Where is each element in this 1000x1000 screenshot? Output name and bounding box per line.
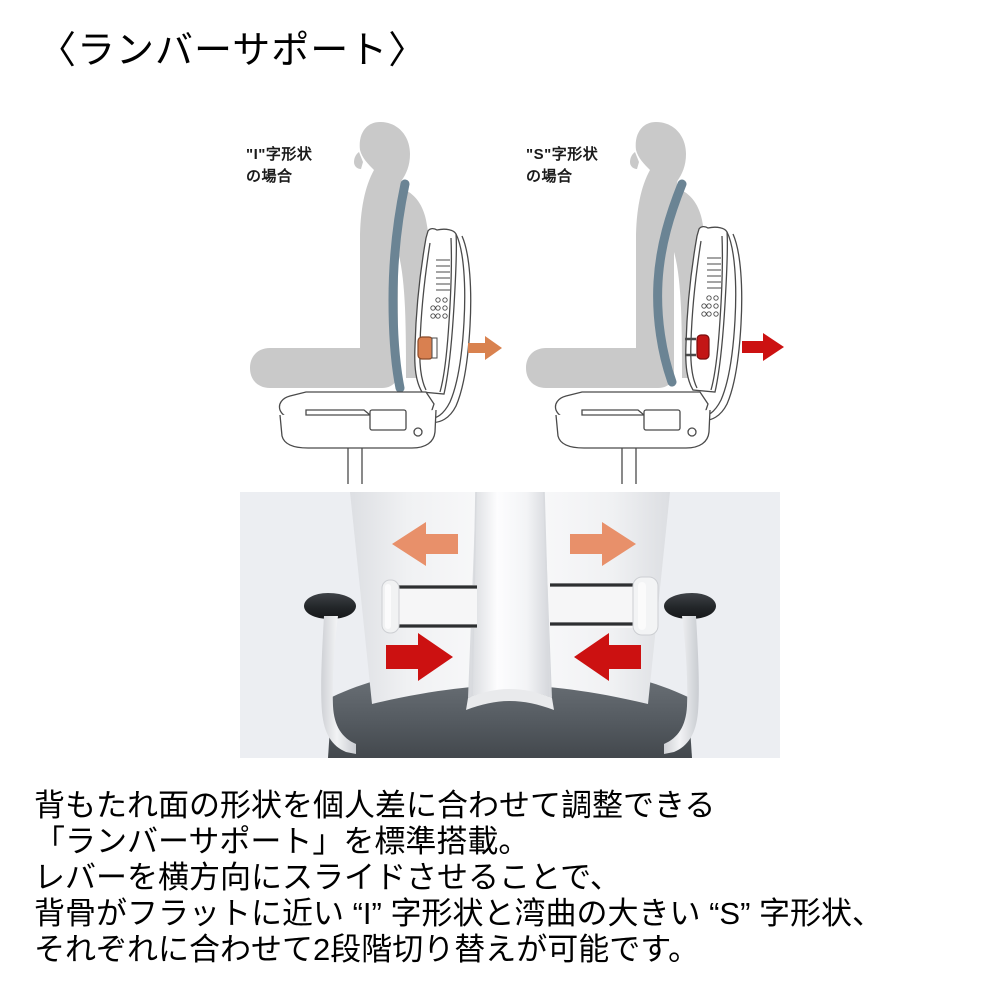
caption-line-2: 「ランバーサポート」を標準搭載。 (34, 824, 530, 859)
armrest-left (304, 593, 356, 754)
illustration-label-i-shape: "I"字形状 の場合 (246, 146, 313, 185)
chair-side-view-s-shape-svg (526, 122, 784, 484)
spine-edge-right (543, 492, 551, 699)
spine-curve-s-shape (653, 179, 687, 387)
lumbar-lever-right[interactable] (632, 576, 659, 636)
arrow-right-icon (570, 522, 636, 566)
lumbar-support-rear-photo (240, 492, 780, 758)
chair-side-view-i-shape-svg (250, 122, 502, 484)
lumbar-lever-left[interactable] (381, 579, 400, 634)
backrest-center-spine (468, 492, 552, 698)
page-title: 〈ランバーサポート〉 (38, 30, 428, 72)
armrest-stem-right (664, 616, 699, 754)
illustration-label-s-shape: "S"字形状 の場合 (526, 146, 599, 185)
caption-block: 背もたれ面の形状を個人差に合わせて調整できる 「ランバーサポート」を標準搭載。 … (34, 788, 974, 968)
chair-seat-outline (278, 391, 437, 449)
shell-bottom-lip (466, 689, 554, 710)
arrow-left-icon (468, 336, 502, 360)
caption-line-5: それぞれに合わせて2段階切り替えが可能です。 (34, 932, 700, 967)
illustration-i-shape: "I"字形状 の場合 (230, 110, 510, 490)
person-body-shape (250, 122, 434, 388)
chair-rear-photo-svg (240, 492, 780, 758)
person-silhouette-icon (526, 122, 710, 388)
lumbar-track-right (550, 583, 635, 628)
arrow-left-icon (574, 633, 641, 681)
armrest-stem-left (321, 616, 356, 754)
lumbar-track-left (392, 585, 477, 628)
person-silhouette-icon (250, 122, 434, 388)
arrow-right-icon (386, 633, 453, 681)
lumbar-knob-icon (417, 336, 438, 360)
chair-seat-outline (554, 391, 711, 449)
illustration-s-shape: "S"字形状 の場合 (510, 110, 790, 490)
illustration-pair: "I"字形状 の場合 (230, 110, 790, 490)
arrow-left-icon (742, 333, 784, 361)
arrow-left-icon (392, 522, 458, 566)
spine-curve-i-shape (388, 179, 410, 393)
lumbar-knob-icon (685, 334, 710, 360)
chair-base-column (621, 448, 637, 484)
person-nose-shape (354, 152, 363, 169)
caption-line-3: レバーを横方向にスライドさせることで、 (34, 860, 621, 895)
chair-rear-frame (698, 231, 743, 422)
person-nose-shape (630, 152, 639, 169)
backrest-vent-detail (701, 257, 721, 317)
armrest-cap-left (304, 593, 356, 619)
armrest-right (664, 593, 716, 754)
backrest-vent-detail (430, 259, 450, 319)
chair-base-column (347, 448, 363, 484)
caption-line-1: 背もたれ面の形状を個人差に合わせて調整できる (34, 788, 716, 823)
person-body-shape (526, 122, 710, 388)
chair-rear-frame (427, 233, 472, 424)
caption-line-4: 背骨がフラットに近い “I” 字形状と湾曲の大きい “S” 字形状、 (34, 896, 884, 931)
armrest-cap-right (664, 593, 716, 619)
